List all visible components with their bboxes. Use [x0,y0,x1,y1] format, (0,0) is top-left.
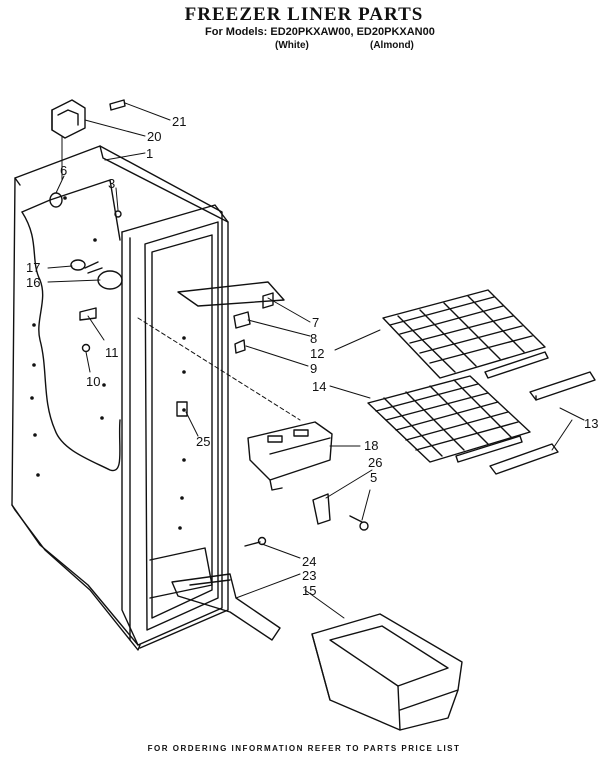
callout-8: 8 [310,331,317,346]
callout-10: 10 [86,374,100,389]
callout-14: 14 [312,379,326,394]
callout-5: 5 [370,470,377,485]
shelf-bracket-18 [247,421,333,491]
page-title: FREEZER LINER PARTS [184,4,424,25]
callout-26: 26 [368,455,382,470]
rail-assembly [171,536,281,641]
callout-12: 12 [310,346,324,361]
shelf-12 [382,289,549,379]
bracket-small-parts [177,281,285,354]
clip-and-screw [312,493,369,531]
freezer-bin [311,613,463,731]
callout-21: 21 [172,114,186,129]
callout-15: 15 [302,583,316,598]
callout-16: 16 [26,275,40,290]
callout-17: 17 [26,260,40,275]
callout-7: 7 [312,315,319,330]
small-liner-parts [49,192,188,417]
callout-13: 13 [584,416,598,431]
callout-18: 18 [364,438,378,453]
freezer-liner [11,145,229,651]
variant-almond: (Almond) [370,40,414,51]
shelf-14 [367,375,531,463]
leader-lines [47,102,585,619]
shelf-supports-13 [489,371,596,475]
light-socket [51,99,126,139]
callout-9: 9 [310,361,317,376]
callout-11: 11 [105,345,119,360]
callout-24: 24 [302,554,316,569]
callout-6: 6 [60,163,67,178]
callout-20: 20 [147,129,161,144]
variant-white: (White) [275,40,309,51]
callout-3: 3 [108,176,115,191]
models-line: For Models: ED20PKXAW00, ED20PKXAN00 [205,26,435,38]
callout-25: 25 [196,434,210,449]
footer-note: FOR ORDERING INFORMATION REFER TO PARTS … [147,744,461,753]
callout-23: 23 [302,568,316,583]
callout-1: 1 [146,146,153,161]
callouts: 21 20 1 6 3 17 16 11 10 7 8 12 9 14 13 2… [26,114,598,598]
